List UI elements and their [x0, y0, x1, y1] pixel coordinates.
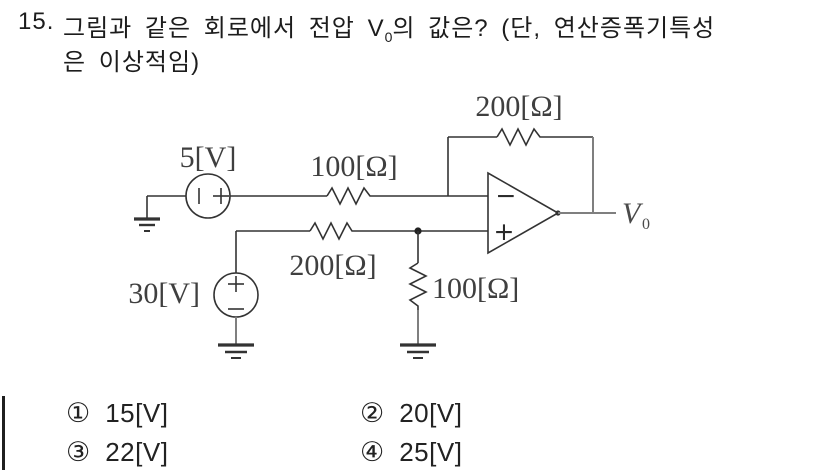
page-column-divider — [2, 396, 5, 470]
question-text-pre: 그림과 같은 회로에서 전압 — [63, 15, 355, 42]
output-terminal: V 0 — [558, 197, 650, 233]
source-30v-label: 30[V] — [128, 277, 200, 310]
resistor-input-top-label: 100[Ω] — [310, 150, 397, 183]
resistor-to-ground: 100[Ω] — [400, 231, 519, 359]
resistor-input-bottom-label: 200[Ω] — [289, 249, 376, 282]
ground-left-icon — [134, 195, 186, 232]
plus-terminal-icon — [228, 276, 244, 292]
opamp-inverting-input-label: − — [496, 181, 517, 210]
option-4-circled-number: ④ — [360, 437, 385, 467]
resistor-feedback-label: 200[Ω] — [475, 90, 562, 123]
answer-option-4: ④ 25[V] — [360, 437, 462, 468]
resistor-to-ground-label: 100[Ω] — [432, 272, 519, 305]
plus-terminal-icon — [213, 188, 229, 204]
option-4-label: 25[V] — [399, 437, 463, 467]
question-number: 15. — [18, 8, 55, 35]
output-voltage-label: V — [622, 197, 644, 230]
resistor-feedback: 200[Ω] — [447, 90, 594, 213]
answer-option-3: ③ 22[V] — [66, 437, 168, 468]
option-3-label: 22[V] — [105, 437, 169, 467]
question-line1: 그림과 같은 회로에서 전압 V0의 값은? (단, 연산증폭기특성 — [63, 8, 803, 45]
resistor-input-top: 100[Ω] — [230, 150, 488, 206]
voltage-source-5v: 5[V] — [180, 141, 237, 219]
output-voltage-subscript: 0 — [642, 216, 650, 233]
option-1-label: 15[V] — [105, 398, 169, 428]
resistor-input-bottom: 200[Ω] — [235, 221, 488, 282]
answer-option-1: ① 15[V] — [66, 398, 168, 429]
voltage-source-30v: 30[V] — [128, 272, 259, 359]
option-3-circled-number: ③ — [66, 437, 91, 467]
question-line2: 은 이상적임) — [63, 49, 201, 76]
opamp-icon: − + — [487, 171, 561, 255]
question-text-post: 의 값은? (단, 연산증폭기특성 — [392, 15, 716, 42]
ground-bottom-icon — [218, 343, 254, 359]
source-5v-label: 5[V] — [180, 141, 237, 174]
voltage-symbol: V0 — [367, 15, 393, 45]
option-2-circled-number: ② — [360, 398, 385, 428]
option-2-label: 20[V] — [399, 398, 463, 428]
opamp-noninverting-input-label: + — [494, 217, 515, 246]
ground-middle-icon — [400, 343, 436, 359]
option-1-circled-number: ① — [66, 398, 91, 428]
answer-option-2: ② 20[V] — [360, 398, 462, 429]
